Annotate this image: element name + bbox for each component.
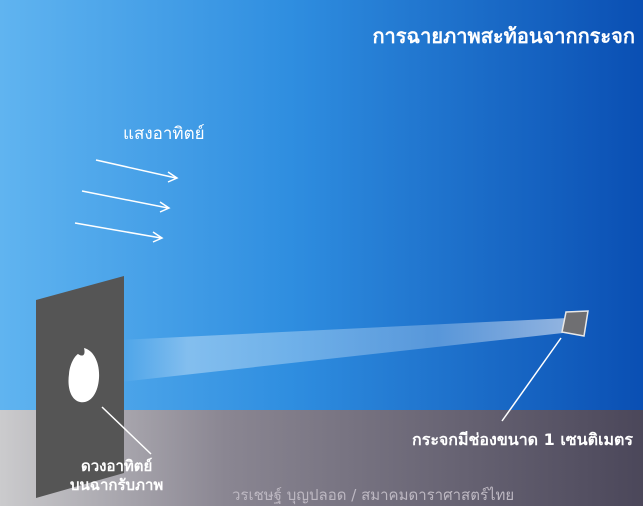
credit-text: วรเชษฐ์ บุญปลอด / สมาคมดาราศาสตร์ไทย [232,486,515,504]
sunlight-ray [95,159,177,179]
mirror-body [561,310,589,337]
sunlight-ray-arrowhead [159,201,171,213]
sunlight-ray [74,222,162,239]
sunlight-ray-arrowhead [152,231,164,243]
screen-label: ดวงอาทิตย์ บนฉากรับภาพ [70,457,163,495]
screen-label-line-2: บนฉากรับภาพ [70,476,164,494]
reflected-light-beam [120,318,572,382]
mirror-label: กระจกมีช่องขนาด 1 เซนติเมตร [412,430,633,449]
sunlight-rays [74,159,179,243]
page-title: การฉายภาพสะท้อนจากกระจก [372,24,635,48]
screen-label-leader [101,406,152,455]
sun-image-on-screen [68,348,100,403]
screen-label-line-1: ดวงอาทิตย์ [80,457,153,475]
sunlight-label: แสงอาทิตย์ [123,124,205,144]
mirror-label-leader [501,337,562,422]
mirror [561,310,589,337]
sunlight-ray-arrowhead [167,171,179,183]
sunlight-ray [81,190,169,209]
